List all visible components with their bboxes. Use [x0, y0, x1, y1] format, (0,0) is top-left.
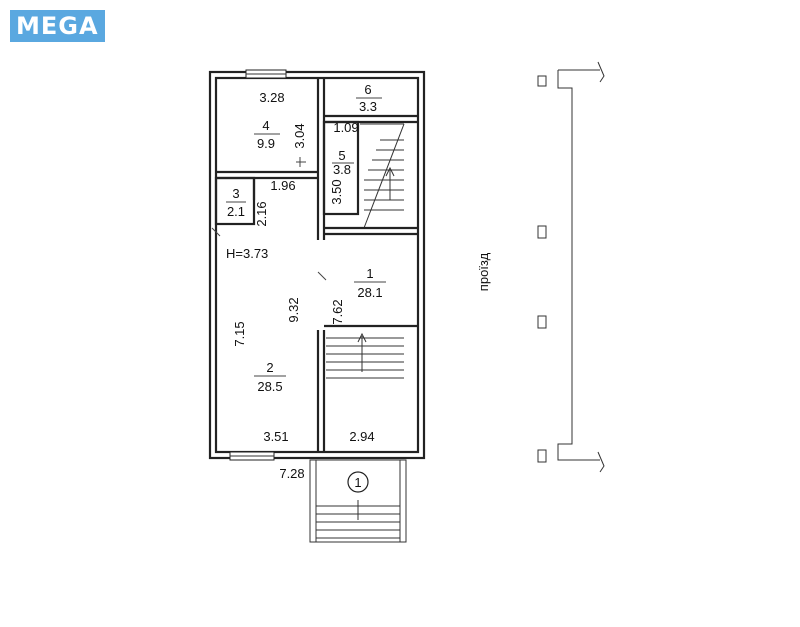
- room-3-label: 3 2.1: [226, 186, 246, 219]
- road-label: проїзд: [476, 252, 491, 291]
- outer-wall: [208, 70, 426, 460]
- dim-corridor-width: 1.96: [270, 178, 295, 193]
- dim-top-width: 3.28: [259, 90, 284, 105]
- svg-text:3.8: 3.8: [333, 162, 351, 177]
- entrance-marker: [347, 471, 369, 493]
- svg-text:3.3: 3.3: [359, 99, 377, 114]
- dim-r4-height: 3.04: [292, 123, 307, 148]
- svg-text:9.9: 9.9: [257, 136, 275, 151]
- svg-text:3: 3: [232, 186, 239, 201]
- svg-text:28.5: 28.5: [257, 379, 282, 394]
- dim-r3-height: 2.16: [254, 201, 269, 226]
- room-5-walls: [322, 120, 360, 216]
- svg-text:2.1: 2.1: [227, 204, 245, 219]
- dim-r5-height: 3.50: [329, 179, 344, 204]
- svg-text:28.1: 28.1: [357, 285, 382, 300]
- svg-text:6: 6: [364, 82, 371, 97]
- svg-text:4: 4: [262, 118, 269, 133]
- upper-stairs: [360, 123, 405, 229]
- room-5-label: 5 3.8: [332, 148, 354, 177]
- road-outline: [537, 61, 605, 473]
- outer-entrance-stairs: [309, 459, 407, 543]
- dim-bottom-left: 3.51: [263, 429, 288, 444]
- room-4-label: 4 9.9: [254, 118, 280, 151]
- room-1-label: 1 28.1: [354, 266, 386, 300]
- svg-text:2: 2: [266, 360, 273, 375]
- room-6-label: 6 3.3: [356, 82, 382, 114]
- mega-logo: MEGA: [10, 10, 105, 42]
- svg-text:1: 1: [366, 266, 373, 281]
- dim-left-total: 9.32: [286, 297, 301, 322]
- entrance-marker-number: 1: [354, 475, 361, 490]
- dim-left-room2: 7.15: [232, 321, 247, 346]
- svg-text:5: 5: [338, 148, 345, 163]
- dim-bottom-right: 2.94: [349, 429, 374, 444]
- room-2-label: 2 28.5: [254, 360, 286, 394]
- ceiling-height: H=3.73: [226, 246, 268, 261]
- inner-entrance-stairs: [326, 332, 404, 379]
- dim-total-width: 7.28: [279, 466, 304, 481]
- dim-r6-small: 1.09: [333, 120, 358, 135]
- dim-right-hall: 7.62: [330, 299, 345, 324]
- room-3-walls: [214, 176, 256, 226]
